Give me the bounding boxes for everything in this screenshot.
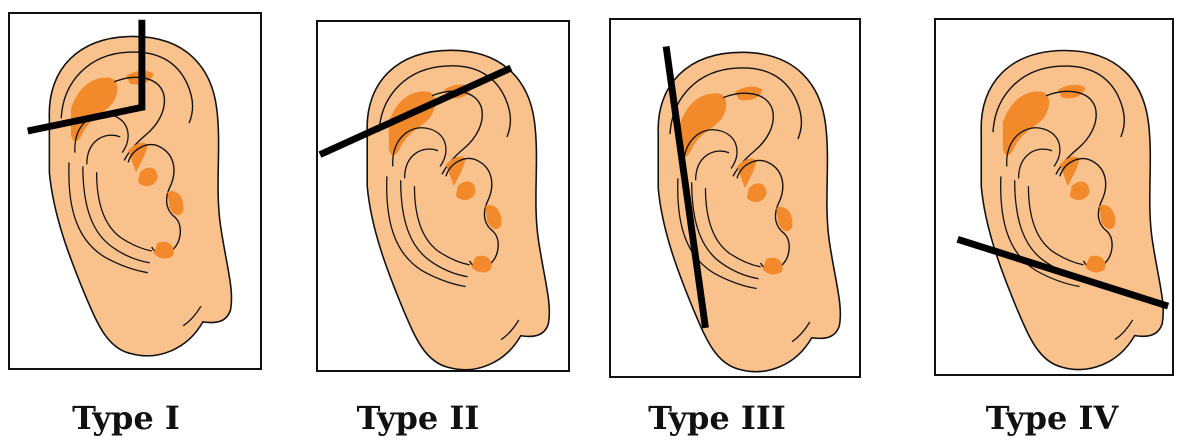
ear-panel-type-1 <box>8 12 262 370</box>
ear-panel-type-2 <box>316 20 570 372</box>
ear-illustration <box>10 14 260 368</box>
ear-panel-type-4 <box>934 18 1174 376</box>
caption-type-1: Type I <box>26 398 226 438</box>
ear-illustration <box>611 20 859 376</box>
caption-type-4: Type IV <box>952 398 1152 438</box>
ear-panel-type-3 <box>609 18 861 378</box>
ear-illustration <box>318 22 568 370</box>
caption-type-2: Type II <box>318 398 518 438</box>
caption-type-3: Type III <box>617 398 817 438</box>
ear-illustration <box>936 20 1172 374</box>
